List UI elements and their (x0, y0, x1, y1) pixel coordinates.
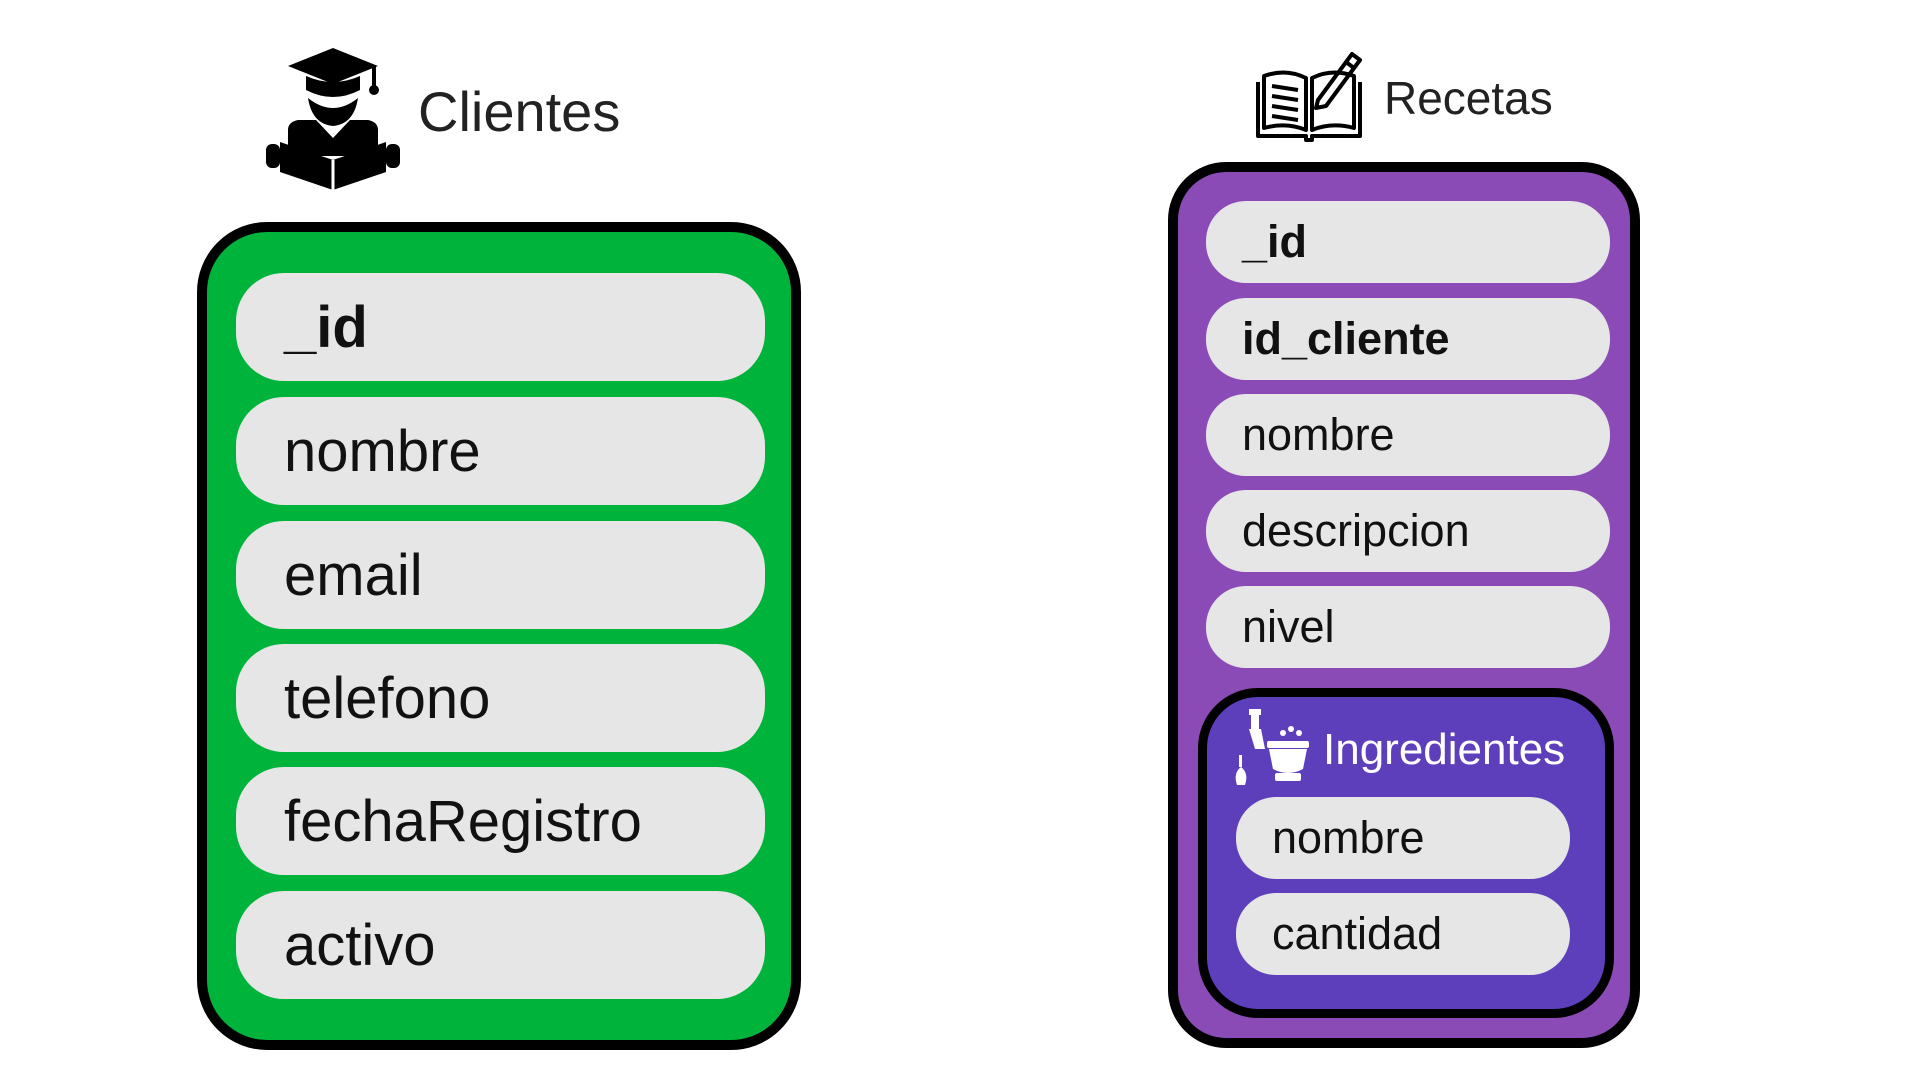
clientes-field-telefono: telefono (236, 644, 765, 752)
ingredientes-field-nombre: nombre (1236, 797, 1570, 879)
clientes-field-fecharegistro: fechaRegistro (236, 767, 765, 875)
ingredientes-field-cantidad: cantidad (1236, 893, 1570, 975)
clientes-field-email: email (236, 521, 765, 629)
clientes-field-nombre: nombre (236, 397, 765, 505)
clientes-field-id: _id (236, 273, 765, 381)
clientes-title-row: Clientes (264, 46, 620, 190)
recetas-field-descripcion: descripcion (1206, 490, 1610, 572)
recetas-field-id-cliente: id_cliente (1206, 298, 1610, 380)
recetas-title: Recetas (1384, 72, 1553, 124)
ingredientes-title: Ingredientes (1323, 725, 1566, 774)
recetas-field-id: _id (1206, 201, 1610, 283)
recetas-field-nivel: nivel (1206, 586, 1610, 668)
clientes-title: Clientes (418, 79, 621, 143)
clientes-field-activo: activo (236, 891, 765, 999)
mortar-pestle-icon (1231, 707, 1315, 796)
graduate-reading-icon (264, 46, 402, 190)
recetas-collection: _id id_cliente nombre descripcion nivel … (1168, 162, 1640, 1048)
open-book-pencil-icon (1254, 42, 1364, 148)
recetas-field-nombre: nombre (1206, 394, 1610, 476)
clientes-collection: _id nombre email telefono fechaRegistro … (197, 222, 801, 1050)
ingredientes-subdocument: Ingredientes nombre cantidad (1198, 688, 1614, 1018)
recetas-title-row: Recetas (1254, 42, 1553, 148)
